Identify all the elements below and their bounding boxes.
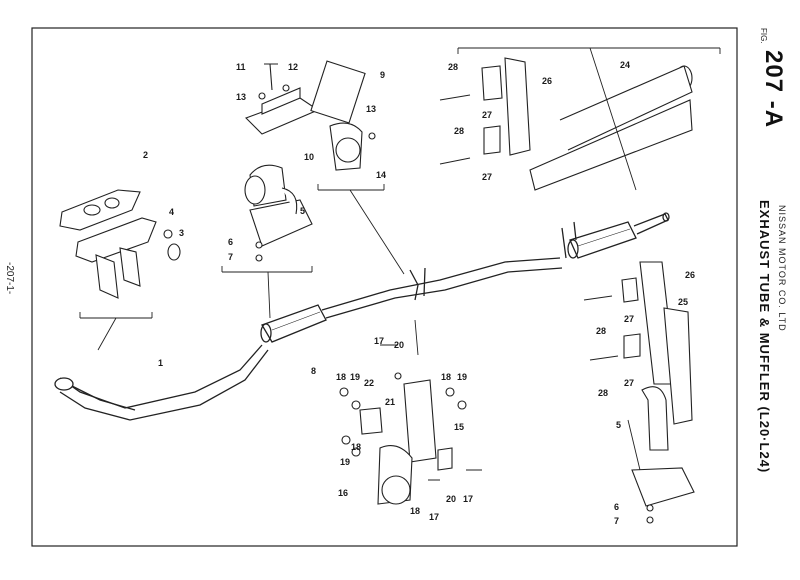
callout: 17 — [429, 512, 439, 522]
callout: 17 — [374, 336, 384, 346]
center-insulator-group — [339, 344, 482, 505]
exhaust-tube-assembly — [54, 212, 670, 421]
callout: 4 — [169, 207, 174, 217]
rear-hanger-upper — [439, 57, 693, 191]
callout: 28 — [596, 326, 606, 336]
callout: 22 — [364, 378, 374, 388]
callout: 27 — [482, 172, 492, 182]
callout: 28 — [448, 62, 458, 72]
callout: 28 — [454, 126, 464, 136]
manufacturer-name: NISSAN MOTOR CO. LTD — [777, 205, 787, 332]
callout: 20 — [394, 340, 404, 350]
callout: 16 — [338, 488, 348, 498]
callout: 18 — [336, 372, 346, 382]
callout: 7 — [228, 252, 233, 262]
callout: 11 — [236, 62, 246, 72]
callout: 9 — [380, 70, 385, 80]
callout: 19 — [457, 372, 467, 382]
callout: 18 — [410, 506, 420, 516]
figure-number: 207 -A — [760, 50, 787, 129]
mounting-insulator-upper — [245, 60, 376, 171]
callout: 5 — [616, 420, 621, 430]
callout: 1 — [158, 358, 163, 368]
callout-labels: 1 2 3 4 5 6 7 8 9 10 11 12 13 13 14 15 1… — [143, 60, 695, 526]
callout: 3 — [179, 228, 184, 238]
callout: 13 — [236, 92, 246, 102]
callout: 20 — [446, 494, 456, 504]
callout: 27 — [624, 314, 634, 324]
callout: 24 — [620, 60, 630, 70]
callout: 7 — [614, 516, 619, 526]
callout: 19 — [350, 372, 360, 382]
tube-clamp-group-left — [244, 164, 313, 262]
callout: 25 — [678, 297, 688, 307]
callout: 18 — [351, 442, 361, 452]
callout: 5 — [300, 206, 305, 216]
callout: 10 — [304, 152, 314, 162]
rear-hanger-lower — [583, 261, 695, 524]
callout: 14 — [376, 170, 386, 180]
group-brackets — [79, 47, 721, 471]
callout: 28 — [598, 388, 608, 398]
callout: 19 — [340, 457, 350, 467]
callout: 18 — [441, 372, 451, 382]
callout: 6 — [228, 237, 233, 247]
callout: 17 — [463, 494, 473, 504]
callout: 13 — [366, 104, 376, 114]
diagram-frame — [31, 27, 738, 547]
callout: 26 — [542, 76, 552, 86]
callout: 26 — [685, 270, 695, 280]
callout: 12 — [288, 62, 298, 72]
callout: 27 — [482, 110, 492, 120]
manifold-flange-group — [59, 189, 181, 299]
callout: 15 — [454, 422, 464, 432]
callout: 6 — [614, 502, 619, 512]
callout: 2 — [143, 150, 148, 160]
callout: 21 — [385, 397, 395, 407]
callout: 8 — [311, 366, 316, 376]
page-number: -207-1- — [4, 262, 15, 295]
figure-title: EXHAUST TUBE & MUFFLER (L20·L24) — [757, 200, 772, 474]
callout: 27 — [624, 378, 634, 388]
figure-label: FIG. — [759, 28, 768, 44]
